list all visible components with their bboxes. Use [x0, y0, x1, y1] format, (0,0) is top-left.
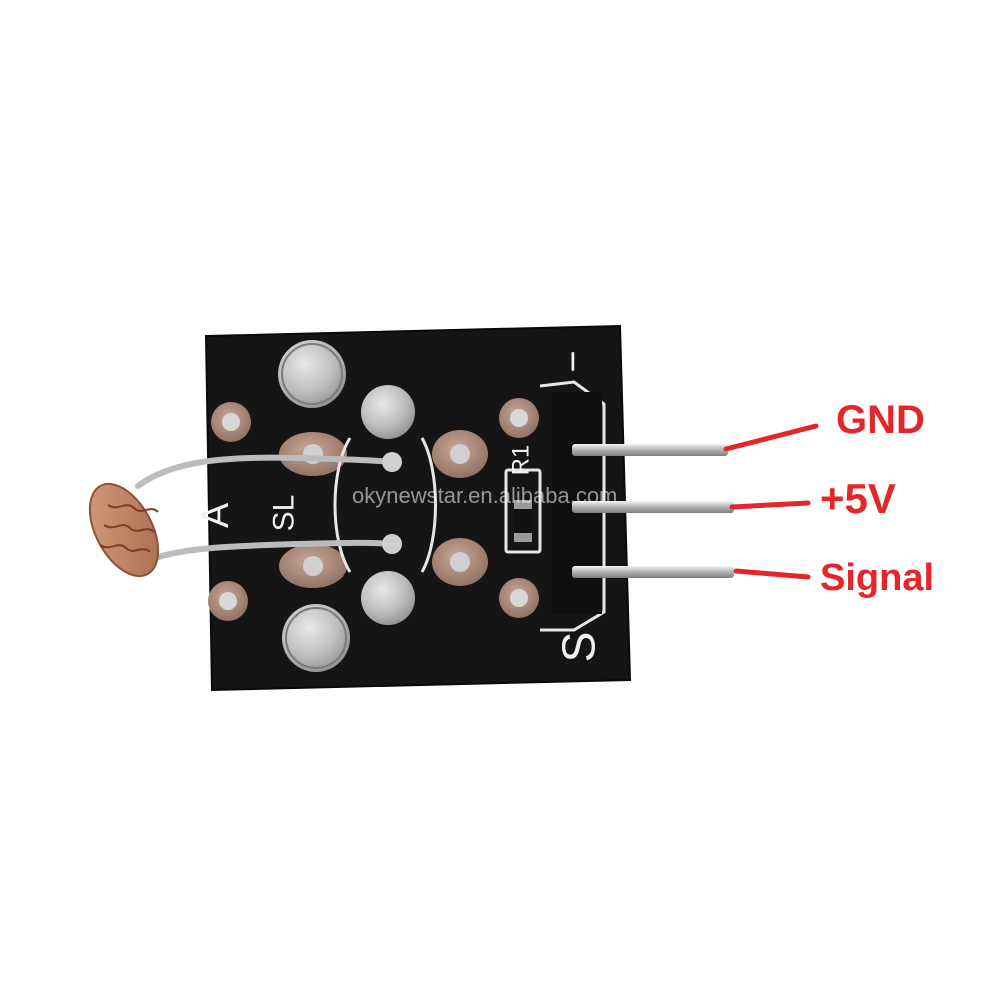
header-pin-5v — [572, 501, 734, 513]
pin-label-signal: Signal — [820, 557, 935, 599]
silkscreen-s: S — [552, 631, 605, 663]
oval-pad — [432, 430, 488, 478]
lead-solder-joint — [382, 452, 402, 554]
mounting-hole-top — [278, 340, 346, 408]
mounting-hole-bottom — [282, 604, 350, 672]
pad — [499, 398, 539, 438]
photoresistor-leads — [135, 454, 395, 563]
smd-resistor — [514, 500, 532, 542]
pad — [208, 581, 248, 621]
oval-pad — [279, 432, 347, 476]
label-pointer-lines — [723, 423, 819, 580]
pad — [211, 402, 251, 442]
header-pin-gnd — [572, 444, 728, 456]
silkscreen-a: A — [195, 502, 238, 529]
photoresistor — [88, 482, 160, 578]
silkscreen-minus: − — [552, 350, 595, 373]
pin-label-gnd: GND — [836, 398, 925, 442]
silkscreen-outline — [333, 380, 606, 632]
pin-label-5v: +5V — [820, 475, 896, 522]
oval-pad — [432, 538, 488, 586]
oval-pad — [279, 544, 347, 588]
watermark: okynewstar.en.alibaba.com — [352, 483, 618, 508]
pad — [361, 385, 415, 439]
pad — [499, 578, 539, 618]
silkscreen-sl: SL — [267, 494, 301, 532]
header-pin-signal — [572, 566, 734, 578]
silkscreen-r1: R1 — [507, 444, 535, 476]
pad — [361, 571, 415, 625]
